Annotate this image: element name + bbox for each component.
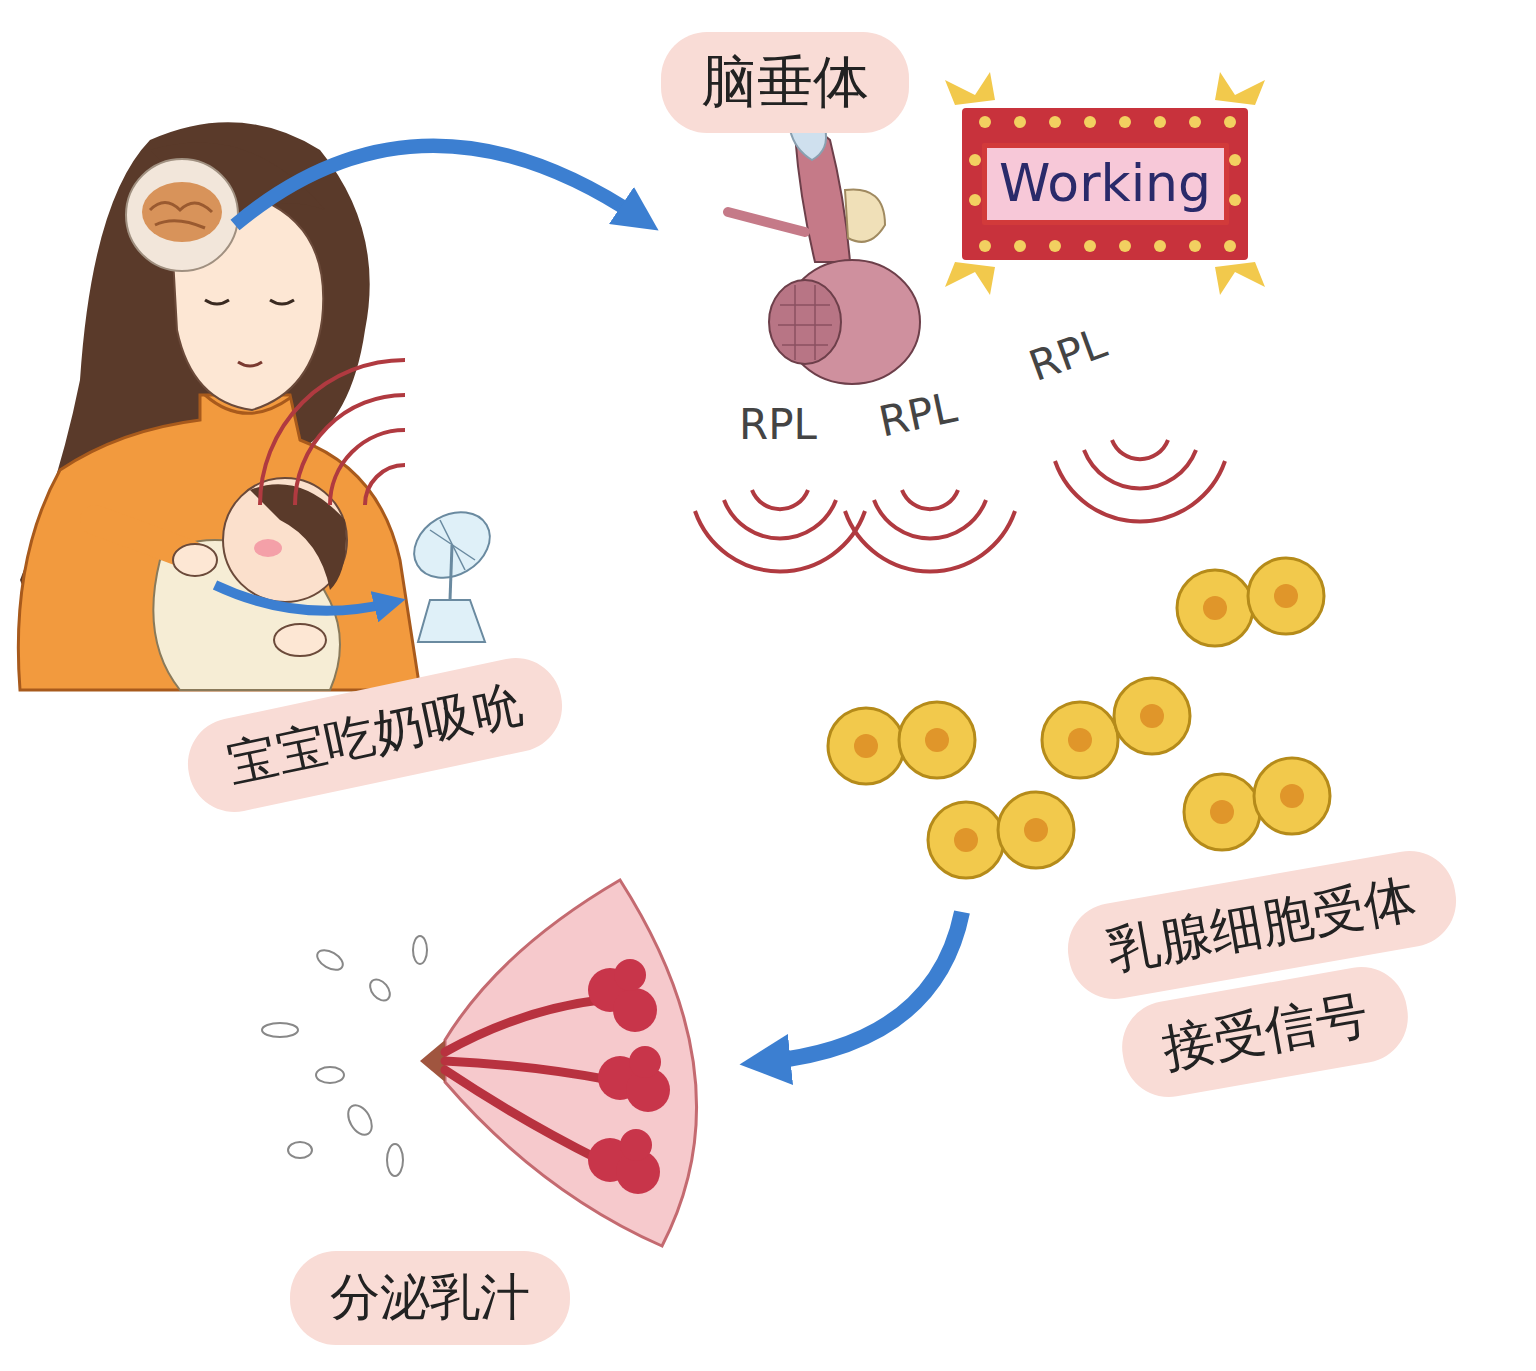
pituitary-gland xyxy=(728,119,920,384)
flow-arrow xyxy=(765,912,962,1062)
node-text: 宝宝吃奶吸吮 xyxy=(222,676,527,795)
signal-waves xyxy=(260,360,405,505)
hormone-waves xyxy=(695,440,1225,571)
working-sign: Working xyxy=(982,143,1229,225)
node-text: Working xyxy=(999,154,1211,214)
hormone-label: RPL xyxy=(875,384,961,445)
node-text: 脑垂体 xyxy=(701,50,869,114)
sign-frame xyxy=(945,72,1265,295)
label-patch: 脑垂体 xyxy=(661,32,909,133)
satellite-dish xyxy=(402,499,501,642)
label-patch: 分泌乳汁 xyxy=(290,1251,570,1345)
hormone-label: RPL xyxy=(1023,320,1112,390)
node-text: 乳腺细胞受体 xyxy=(1103,868,1421,981)
breast-illustration xyxy=(262,880,697,1246)
label-patch: 乳腺细胞受体 xyxy=(1061,844,1464,1007)
node-text: 接受信号 xyxy=(1157,984,1372,1079)
mother-figure xyxy=(18,122,420,690)
flow-arrow xyxy=(235,146,640,225)
flow-arrow xyxy=(215,585,390,611)
hormone-label: RPL xyxy=(739,402,817,448)
gland-cells xyxy=(828,558,1330,878)
node-text: 分泌乳汁 xyxy=(330,1269,530,1327)
